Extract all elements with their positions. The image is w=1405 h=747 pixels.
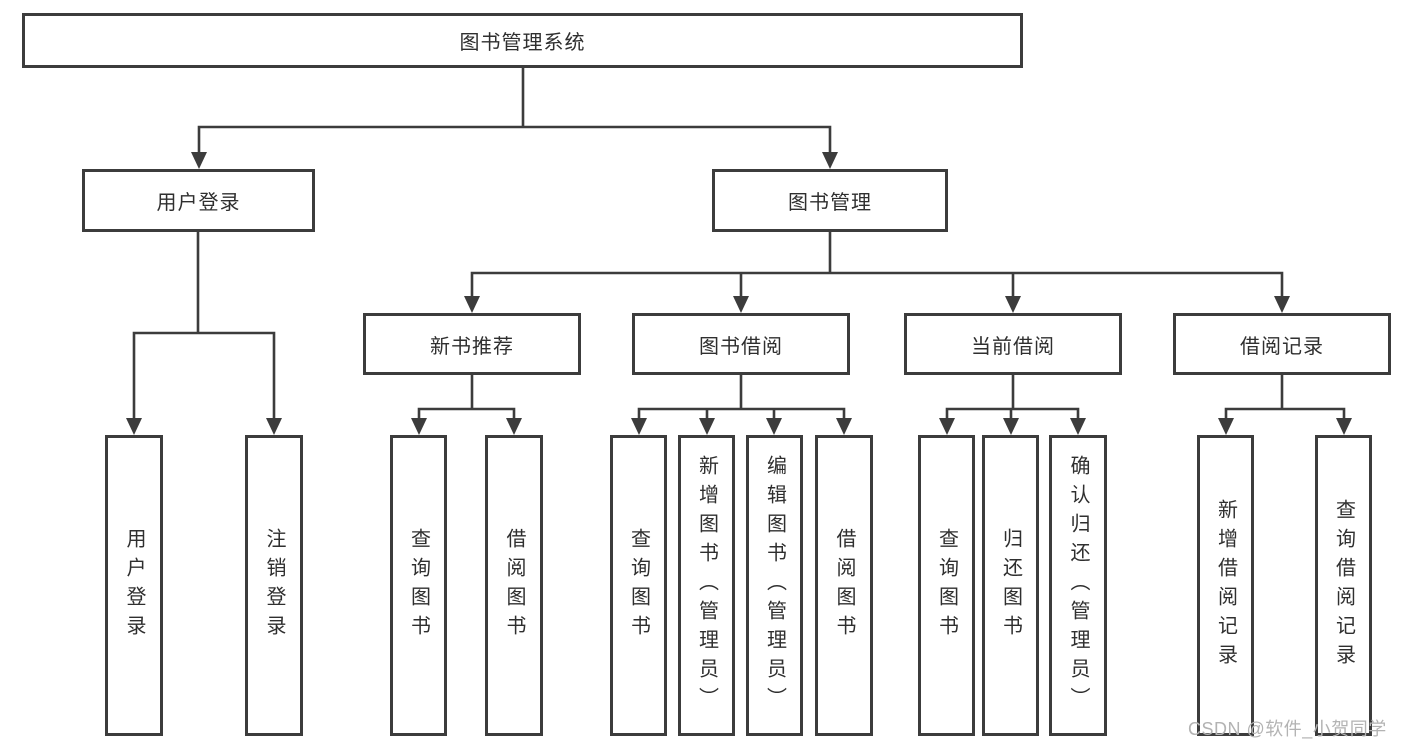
leaf-recommend-borrow-books: 借阅图书 xyxy=(485,435,543,736)
leaf-borrow-add-books-admin-label: 新增图书（管理员） xyxy=(695,455,718,716)
connector-book-management-children xyxy=(464,230,1290,313)
arrowhead xyxy=(1274,296,1290,313)
leaf-logout: 注销登录 xyxy=(245,435,303,736)
arrowhead xyxy=(1218,418,1234,435)
node-borrow-records-label: 借阅记录 xyxy=(1240,335,1324,358)
connector-user-login-children xyxy=(126,230,282,435)
arrowhead xyxy=(631,418,647,435)
leaf-logout-label: 注销登录 xyxy=(263,527,285,644)
arrowhead xyxy=(191,152,207,169)
leaf-current-confirm-return-admin: 确认归还（管理员） xyxy=(1049,435,1107,736)
leaf-current-return-books: 归还图书 xyxy=(982,435,1039,736)
arrowhead xyxy=(766,418,782,435)
arrowhead xyxy=(822,152,838,169)
node-book-borrow-label: 图书借阅 xyxy=(699,335,783,358)
leaf-recommend-borrow-books-label: 借阅图书 xyxy=(503,527,525,644)
node-book-management-label: 图书管理 xyxy=(788,192,872,214)
leaf-user-login: 用户登录 xyxy=(105,435,163,736)
node-current-borrow-label: 当前借阅 xyxy=(971,335,1055,358)
leaf-borrow-borrow-books: 借阅图书 xyxy=(815,435,873,736)
arrowhead xyxy=(1336,418,1352,435)
arrowhead xyxy=(506,418,522,435)
node-user-login-label: 用户登录 xyxy=(156,192,241,214)
leaf-current-return-books-label: 归还图书 xyxy=(999,527,1022,644)
leaf-recommend-query-books: 查询图书 xyxy=(390,435,447,736)
node-borrow-records: 借阅记录 xyxy=(1173,313,1391,375)
arrowhead xyxy=(411,418,427,435)
leaf-borrow-query-books: 查询图书 xyxy=(610,435,667,736)
node-book-management: 图书管理 xyxy=(712,169,948,232)
csdn-watermark: CSDN @软件_小贺同学 xyxy=(1188,719,1387,739)
node-root-label: 图书管理系统 xyxy=(459,32,586,54)
leaf-borrow-edit-books-admin-label: 编辑图书（管理员） xyxy=(763,455,786,716)
leaf-current-query-books: 查询图书 xyxy=(918,435,975,736)
arrowhead xyxy=(1003,418,1019,435)
leaf-current-query-books-label: 查询图书 xyxy=(935,527,958,644)
arrowhead xyxy=(733,296,749,313)
leaf-records-add-record: 新增借阅记录 xyxy=(1197,435,1254,736)
node-user-login: 用户登录 xyxy=(82,169,315,232)
leaf-recommend-query-books-label: 查询图书 xyxy=(407,527,430,644)
arrowhead xyxy=(1070,418,1086,435)
leaf-records-query-record-label: 查询借阅记录 xyxy=(1332,498,1355,673)
connector-borrow-records-children xyxy=(1218,373,1352,435)
leaf-current-confirm-return-admin-label: 确认归还（管理员） xyxy=(1067,455,1089,716)
leaf-records-query-record: 查询借阅记录 xyxy=(1315,435,1372,736)
leaf-user-login-label: 用户登录 xyxy=(123,527,145,644)
connector-new-book-recommend-children xyxy=(411,373,522,435)
node-root: 图书管理系统 xyxy=(22,13,1023,68)
node-current-borrow: 当前借阅 xyxy=(904,313,1122,375)
node-new-book-recommend-label: 新书推荐 xyxy=(430,335,514,358)
connector-book-borrow-children xyxy=(631,373,852,435)
node-book-borrow: 图书借阅 xyxy=(632,313,850,375)
arrowhead xyxy=(699,418,715,435)
arrowhead xyxy=(939,418,955,435)
connector-root-to-level2 xyxy=(191,66,838,169)
connector-current-borrow-children xyxy=(939,373,1086,435)
leaf-borrow-query-books-label: 查询图书 xyxy=(627,527,650,644)
node-new-book-recommend: 新书推荐 xyxy=(363,313,581,375)
arrowhead xyxy=(836,418,852,435)
arrowhead xyxy=(1005,296,1021,313)
arrowhead xyxy=(464,296,480,313)
leaf-borrow-add-books-admin: 新增图书（管理员） xyxy=(678,435,735,736)
arrowhead xyxy=(126,418,142,435)
leaf-borrow-edit-books-admin: 编辑图书（管理员） xyxy=(746,435,803,736)
leaf-borrow-borrow-books-label: 借阅图书 xyxy=(833,527,855,644)
arrowhead xyxy=(266,418,282,435)
leaf-records-add-record-label: 新增借阅记录 xyxy=(1214,498,1237,673)
